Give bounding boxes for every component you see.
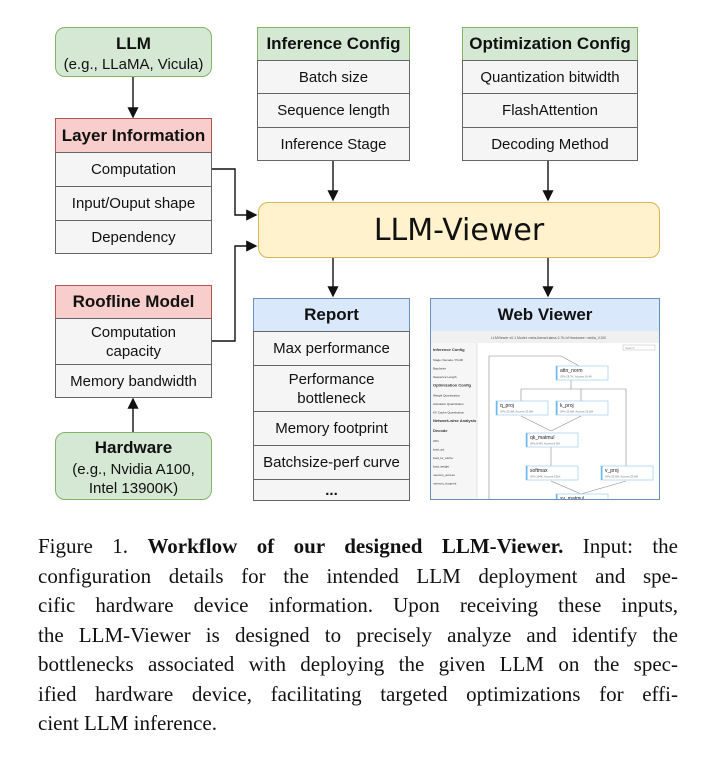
caption-line: the LLM-Viewer is designed to precisely … xyxy=(38,622,678,647)
caption-line: configuration details for the intended L… xyxy=(38,563,678,588)
layer-info-header: Layer Information xyxy=(55,118,212,153)
web-sidebar-item: load_act xyxy=(433,448,445,452)
web-sidebar-item: Activation Quantization xyxy=(433,402,464,406)
layer-info-row: Dependency xyxy=(55,220,212,254)
hardware-box: Hardware (e.g., Nvidia A100, Intel 13900… xyxy=(55,432,212,500)
web-sidebar-item: Optimization Config xyxy=(433,383,472,388)
report-row: Memory footprint xyxy=(253,411,410,446)
web-graph-node-info: OPs:33.6M, Access:33.6M xyxy=(500,410,534,414)
web-graph-node[interactable]: sv_matmul xyxy=(555,493,609,500)
report-row: Batchsize-perf curve xyxy=(253,445,410,480)
web-topbar: LLMViewer v0.1 Model: meta-llama/Llama-2… xyxy=(491,336,606,340)
web-graph-node-name: attn_norm xyxy=(560,368,583,374)
web-sidebar-item: memory_access xyxy=(433,473,455,477)
optimization-config-row: Decoding Method xyxy=(462,127,638,161)
connector-arrows xyxy=(127,77,554,432)
web-sidebar-item: memory_footprint xyxy=(433,482,457,486)
arrow-layer-to-viewer xyxy=(212,168,258,221)
web-sidebar-item: Sequence Length xyxy=(433,375,457,379)
arrow-roofline-to-viewer xyxy=(212,240,258,342)
figure-caption: Figure 1. Workflow of our designed LLM-V… xyxy=(38,532,678,739)
caption-line: bottlenecks associated with deploying th… xyxy=(38,652,678,676)
web-graph-node-info: OPs:28.7K, Access:16.4K xyxy=(560,375,592,379)
web-graph-node-name: softmax xyxy=(530,468,548,474)
report-row: Max performance xyxy=(253,331,410,366)
web-sidebar-item: Stage: Decode / Prefill xyxy=(433,358,463,362)
optimization-config-row: Quantization bitwidth xyxy=(462,60,638,94)
optimization-config-row: FlashAttention xyxy=(462,93,638,128)
llm-title: LLM xyxy=(116,34,151,53)
web-sidebar-item: Decode xyxy=(433,428,448,433)
web-sidebar-item: Batchsize xyxy=(433,367,446,371)
web-graph-node-name: q_proj xyxy=(500,403,514,409)
web-sidebar-item: OPs xyxy=(433,439,439,443)
llm-subtitle: (e.g., LLaMA, Vicula) xyxy=(63,56,204,73)
llm-box: LLM (e.g., LLaMA, Vicula) xyxy=(55,27,212,77)
caption-line: Figure 1. Workflow of our designed LLM-V… xyxy=(38,534,678,558)
web-sidebar-item: load_weight xyxy=(433,465,449,469)
web-sidebar-item: load_kv_cache xyxy=(433,456,453,460)
web-viewer-screenshot: LLMViewer v0.1 Model: meta-llama/Llama-2… xyxy=(430,331,660,500)
caption-line: cific hardware device information. Upon … xyxy=(38,593,678,617)
hardware-subtitle: (e.g., Nvidia A100, Intel 13900K) xyxy=(72,461,195,497)
web-sidebar-item: Network-wise Analysis xyxy=(433,418,477,423)
web-graph-node-info: OPs:33.6M, Access:33.6M xyxy=(605,475,639,479)
inference-config-row: Inference Stage xyxy=(257,127,410,161)
web-search[interactable]: Search xyxy=(625,346,635,350)
web-sidebar-item: KV Cache Quantization xyxy=(433,411,465,415)
caption-line: cient LLM inference. xyxy=(38,711,217,735)
web-sidebar-item: Weight Quantization xyxy=(433,394,460,398)
optimization-config-header: Optimization Config xyxy=(462,27,638,61)
caption-line: ified hardware device, facilitating targ… xyxy=(38,681,678,706)
web-graph-node-name: v_proj xyxy=(605,468,619,474)
inference-config-row: Batch size xyxy=(257,60,410,94)
roofline-header: Roofline Model xyxy=(55,285,212,319)
roofline-row: Computation capacity xyxy=(55,318,212,365)
inference-config-header: Inference Config xyxy=(257,27,410,61)
web-graph-node-name: sv_matmul xyxy=(560,496,584,500)
report-row: ... xyxy=(253,479,410,501)
web-graph-node-info: OPs:164K, Access:131K xyxy=(530,475,561,479)
llm-viewer-box: LLM-Viewer xyxy=(258,202,660,258)
web-sidebar-item: Inference Config xyxy=(433,347,465,352)
layer-info-row: Computation xyxy=(55,152,212,187)
web-viewer-header: Web Viewer xyxy=(430,298,660,332)
roofline-row: Memory bandwidth xyxy=(55,364,212,398)
web-graph-node-name: k_proj xyxy=(560,403,574,409)
web-graph-node-info: OPs:8.4M, Access:8.5M xyxy=(530,442,561,446)
inference-config-row: Sequence length xyxy=(257,93,410,128)
layer-info-row: Input/Ouput shape xyxy=(55,186,212,221)
hardware-title: Hardware xyxy=(94,438,173,457)
report-header: Report xyxy=(253,298,410,332)
web-graph-node-info: OPs:33.6M, Access:33.6M xyxy=(560,410,594,414)
web-graph-node-name: qk_matmul xyxy=(530,435,554,441)
report-row: Performance bottleneck xyxy=(253,365,410,412)
caption-bold-title: Workflow of our designed LLM-Viewer. xyxy=(147,534,564,558)
